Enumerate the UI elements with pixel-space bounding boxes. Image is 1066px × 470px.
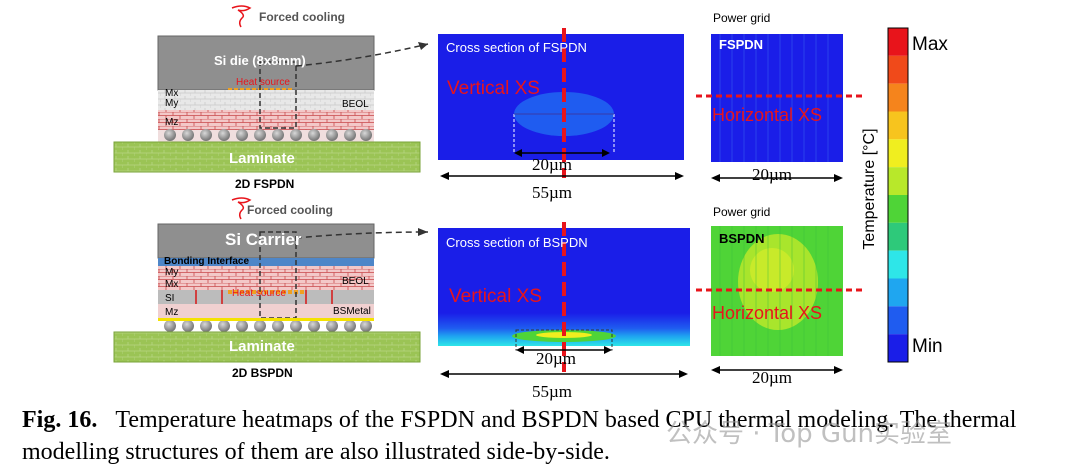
colorbar-swatch [888,139,908,168]
heat-source-label: Heat source [236,77,290,88]
grid-label: FSPDN [719,37,764,52]
colorbar-swatch [888,83,908,112]
colorbar-swatch [888,28,908,56]
si-carrier-block [157,223,375,259]
grid-label: BSPDN [719,231,765,246]
power-grid-label: Power grid [713,11,771,25]
layer-si-label: SI [165,293,175,304]
colorbar-max-label: Max [912,34,948,55]
beol-label: BEOL [342,99,369,110]
colorbar-swatch [888,278,908,307]
si-die-label: Si die (8x8mm) [214,53,306,68]
bspdn-grid-heatmap [696,226,862,374]
forced-cooling-label: Forced cooling [247,203,334,217]
xs-title: Cross section of FSPDN [446,40,587,55]
layer-mz-label: Mz [165,307,179,318]
bsmetal-label: BSMetal [333,306,371,317]
layer-mx-label: Mx [165,279,179,290]
forced-cooling-label: Forced cooling [259,10,346,24]
colorbar-swatches [887,27,909,363]
heat-source-label: Heat source [232,288,286,299]
dim-55-label: 55µm [532,382,573,401]
colorbar-swatch [888,222,908,251]
grid-dim-label: 20µm [752,165,793,184]
layer-my-label: My [165,98,179,109]
solder-bumps [164,129,372,141]
colorbar-swatch [888,334,908,362]
structure-title: 2D FSPDN [235,177,295,191]
caption-text: Temperature heatmaps of the FSPDN and BS… [22,407,1017,465]
layer-mx-label: Mx [165,88,179,99]
colorbar-min-label: Min [912,336,943,357]
tornado-icon [231,5,252,28]
bspdn-stack-drawing [113,197,429,363]
dim-20-label: 20µm [536,349,577,368]
colorbar-axis-label: Temperature [°C] [861,128,878,250]
laminate-block [113,331,421,363]
fspdn-xs-heatmap [438,28,684,180]
grid-dim-label: 20µm [752,368,793,387]
tornado-icon [231,197,252,220]
bspdn-xs-heatmap [438,222,690,378]
colorbar-swatch [888,111,908,140]
bonding-interface-label: Bonding Interface [164,256,250,267]
layer-my-label: My [165,267,179,278]
laminate-block [113,141,421,173]
fspdn-stack-drawing [113,5,429,173]
layer-mz-label: Mz [165,117,179,128]
horizontal-xs-label: Horizontal XS [712,303,823,323]
horizontal-xs-label: Horizontal XS [712,105,823,125]
dim-20-label: 20µm [532,155,573,174]
vertical-xs-label: Vertical XS [449,286,542,307]
watermark: 公众号 · Top Gun实验室 [666,419,953,449]
structure-title: 2D BSPDN [232,366,293,380]
figure-number: Fig. 16. [22,407,98,433]
vertical-xs-label: Vertical XS [447,78,540,99]
fspdn-grid-heatmap [696,34,862,182]
colorbar-swatch [888,55,908,84]
laminate-label: Laminate [229,150,295,167]
laminate-label: Laminate [229,338,295,355]
power-grid-label: Power grid [713,205,771,219]
si-carrier-label: Si Carrier [225,230,302,249]
colorbar-swatch [888,195,908,223]
colorbar-swatch [888,250,908,279]
colorbar-swatch [888,167,908,195]
xs-title: Cross section of BSPDN [446,235,588,250]
colorbar-swatch [888,306,908,335]
beol-label: BEOL [342,276,369,287]
figure-caption: Fig. 16. Temperature heatmaps of the FSP… [22,404,1052,468]
dim-55-label: 55µm [532,183,573,202]
